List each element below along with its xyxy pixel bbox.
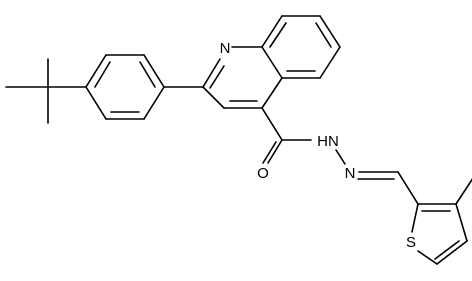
bond-carbonyl <box>267 139 283 164</box>
bond-double-inner <box>269 22 287 48</box>
bond-double-inner <box>315 22 332 48</box>
hydrazone-linker <box>261 107 419 205</box>
bond <box>143 54 165 88</box>
bond-carbonyl-double <box>262 141 277 164</box>
bond <box>261 77 283 109</box>
bond-double-inner <box>434 240 460 260</box>
quinoline-nitrogen-label: N <box>220 40 231 57</box>
bond <box>411 203 419 233</box>
bond <box>455 203 468 242</box>
bond <box>319 15 341 48</box>
bond <box>85 86 107 120</box>
bond <box>143 86 165 120</box>
bond <box>202 58 221 88</box>
bond-methyl <box>455 178 472 205</box>
carbonyl-oxygen-label: O <box>257 165 269 182</box>
bond <box>436 240 468 265</box>
bond-double-inner <box>139 61 156 88</box>
bond <box>319 46 341 79</box>
quinoline-ring <box>202 15 341 109</box>
bond <box>417 250 438 265</box>
imine-nitrogen-label: N <box>345 165 356 182</box>
bond-double-inner <box>94 61 111 88</box>
hydrazide-nh-label: HN <box>317 133 339 150</box>
atom-labels: N O HN N S <box>220 40 416 251</box>
bond <box>261 46 283 79</box>
tert-butyl-group <box>5 58 87 124</box>
bond-double-inner <box>209 65 225 89</box>
bond <box>397 171 419 205</box>
phenyl-ring <box>85 54 165 120</box>
bond-n-n <box>335 149 346 165</box>
bond <box>261 15 283 48</box>
bond <box>85 54 107 88</box>
thiophene-ring <box>411 178 472 265</box>
thiophene-sulfur-label: S <box>406 234 416 251</box>
bond <box>202 86 225 109</box>
bond <box>261 107 283 141</box>
